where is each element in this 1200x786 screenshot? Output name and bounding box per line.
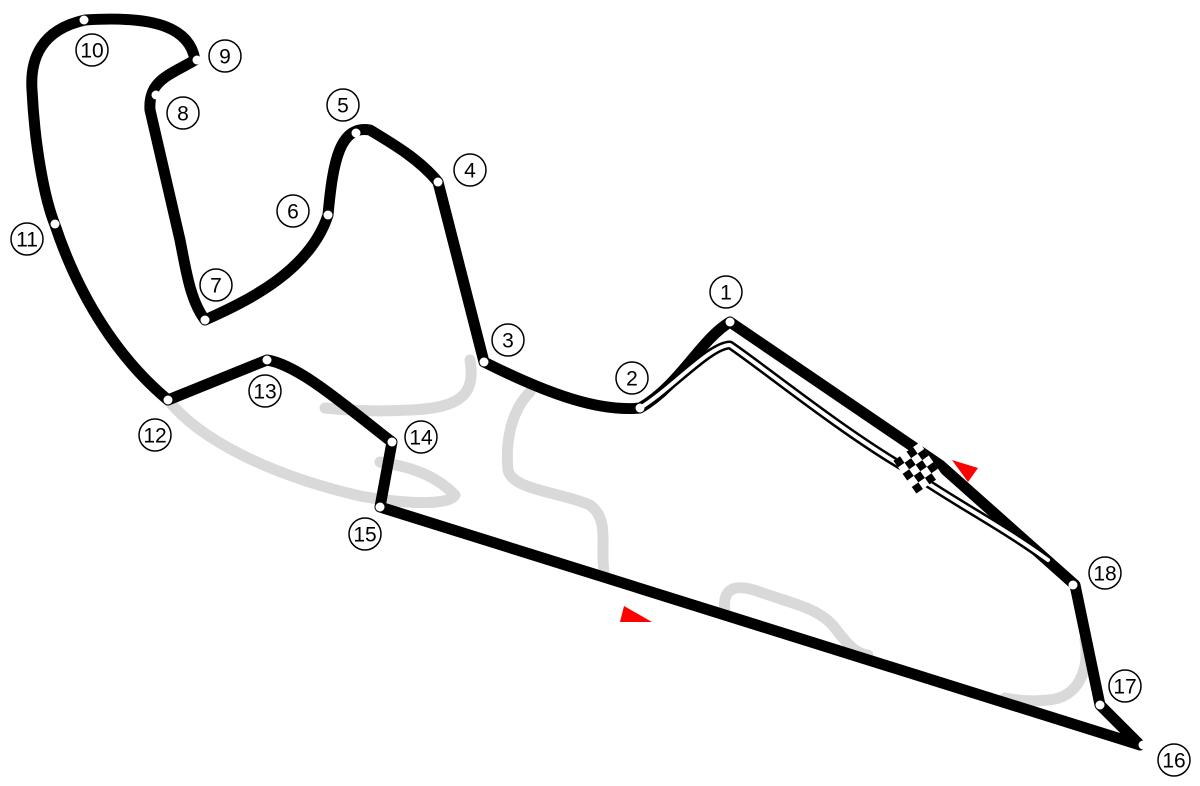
pit-lane-inner — [638, 343, 1050, 562]
turn-number-label: 7 — [210, 275, 222, 298]
turn-15-point — [375, 502, 385, 512]
turn-number-label: 4 — [464, 160, 476, 183]
turn-number-label: 2 — [626, 368, 638, 391]
turn-2-marker: 2 — [615, 361, 649, 395]
turn-4-point — [433, 177, 443, 187]
turn-8-marker: 8 — [166, 96, 200, 130]
turn-number-ring — [615, 361, 649, 395]
turn-7-marker: 7 — [199, 268, 233, 302]
turn-number-ring — [10, 222, 44, 256]
turn-number-label: 3 — [502, 330, 514, 353]
direction-arrow-icon — [952, 460, 978, 482]
turn-number-label: 16 — [1162, 750, 1185, 773]
turn-16-marker: 16 — [1157, 743, 1191, 777]
turn-number-ring — [491, 323, 525, 357]
turn-number-label: 8 — [177, 103, 189, 126]
turn-number-ring — [404, 420, 438, 454]
turn-number-ring — [276, 194, 310, 228]
turn-10-marker: 10 — [75, 33, 109, 67]
unused-layout — [162, 354, 1092, 707]
turn-number-ring — [453, 153, 487, 187]
turn-number-label: 13 — [253, 381, 276, 404]
turn-number-label: 14 — [409, 427, 433, 450]
turn-number-label: 5 — [337, 95, 349, 118]
turn-number-ring — [326, 88, 360, 122]
turn-number-label: 17 — [1113, 676, 1136, 699]
turn-number-ring — [75, 33, 109, 67]
turn-14-point — [387, 437, 397, 447]
turn-12-point — [163, 395, 173, 405]
turn-5-marker: 5 — [326, 88, 360, 122]
unused-layout-east — [999, 634, 1092, 707]
turn-1-marker: 1 — [709, 275, 743, 309]
turn-number-ring — [208, 39, 242, 73]
turn-number-ring — [1088, 556, 1122, 590]
turn-18-marker: 18 — [1088, 556, 1122, 590]
direction-arrow-icon — [620, 606, 652, 622]
turn-8-point — [151, 90, 161, 100]
turn-number-label: 6 — [287, 201, 299, 224]
turn-3-marker: 3 — [491, 323, 525, 357]
turn-number-ring — [248, 374, 282, 408]
turn-6-point — [323, 210, 333, 220]
turn-6-marker: 6 — [276, 194, 310, 228]
turn-7-point — [200, 315, 210, 325]
turn-number-label: 10 — [80, 40, 103, 63]
turn-13-point — [262, 355, 272, 365]
turn-number-ring — [199, 268, 233, 302]
turn-2-point — [635, 403, 645, 413]
turn-9-point — [192, 55, 202, 65]
track-main — [26, 13, 1146, 751]
turn-number-ring — [348, 517, 382, 551]
turn-number-ring — [166, 96, 200, 130]
unused-layout-north — [162, 394, 461, 509]
unused-layout-south — [719, 582, 874, 661]
turn-number-ring — [1108, 669, 1142, 703]
turn-points — [50, 15, 1148, 750]
turn-number-label: 18 — [1093, 563, 1116, 586]
turn-17-marker: 17 — [1108, 669, 1142, 703]
turn-11-point — [50, 219, 60, 229]
turn-number-label: 9 — [219, 46, 231, 69]
turn-5-point — [351, 128, 361, 138]
turn-4-marker: 4 — [453, 153, 487, 187]
pit-lane-outer — [635, 340, 1053, 565]
turn-number-label: 1 — [720, 282, 732, 305]
turn-14-marker: 14 — [404, 420, 438, 454]
turn-number-ring — [138, 418, 172, 452]
unused-layout-infield — [501, 386, 610, 578]
turn-number-label: 15 — [353, 524, 376, 547]
turn-number-ring — [1157, 743, 1191, 777]
checkered-flag-icon — [893, 442, 943, 494]
turn-11-marker: 11 — [10, 222, 44, 256]
track — [26, 13, 1146, 751]
turn-number-label: 11 — [16, 229, 38, 252]
turn-number-ring — [709, 275, 743, 309]
turn-10-point — [79, 15, 89, 25]
turn-17-point — [1095, 700, 1105, 710]
turn-12-marker: 12 — [138, 418, 172, 452]
turn-16-point — [1138, 740, 1148, 750]
turn-9-marker: 9 — [208, 39, 242, 73]
turn-3-point — [479, 357, 489, 367]
turn-18-point — [1068, 580, 1078, 590]
turn-15-marker: 15 — [348, 517, 382, 551]
turn-13-marker: 13 — [248, 374, 282, 408]
turn-1-point — [725, 317, 735, 327]
turn-number-label: 12 — [143, 425, 166, 448]
